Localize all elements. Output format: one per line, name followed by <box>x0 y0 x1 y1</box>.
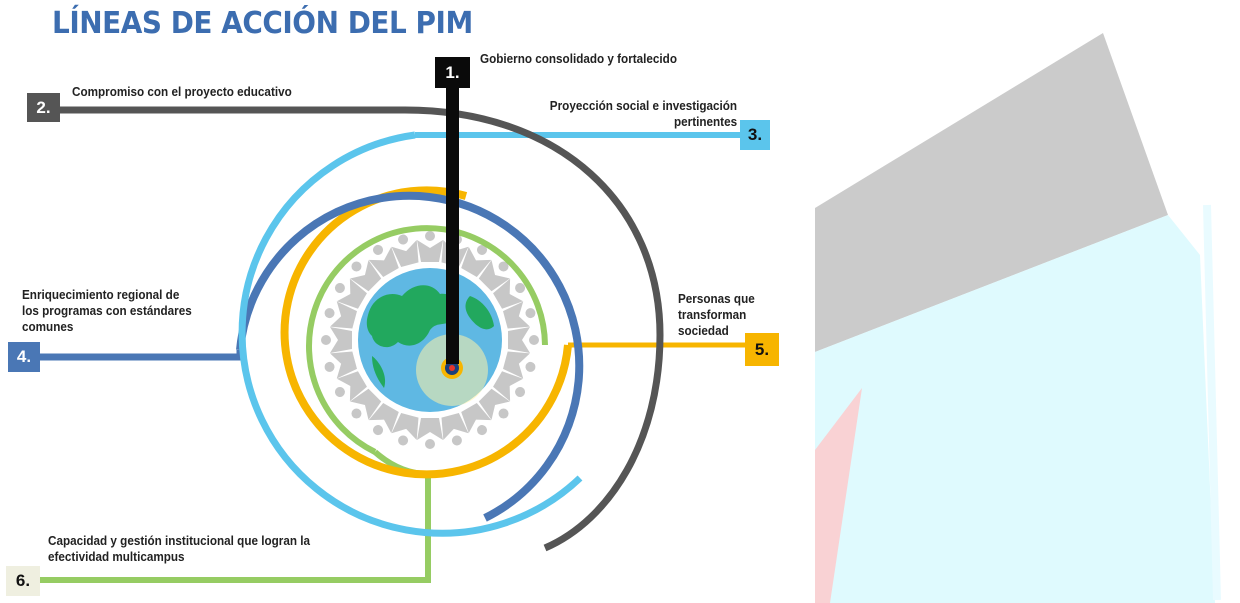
label-4: Enriquecimiento regional de los programa… <box>22 287 192 335</box>
badge-3-number: 3. <box>747 125 763 144</box>
badge-4-box <box>8 342 40 372</box>
badge-1-box <box>435 57 470 88</box>
label-1: Gobierno consolidado y fortalecido <box>480 51 677 67</box>
person-figure <box>493 371 526 402</box>
badge-5-box <box>745 333 779 366</box>
person-figure <box>334 278 367 309</box>
label-2-line: Compromiso con el proyecto educativo <box>72 84 292 99</box>
label-1-line: Gobierno consolidado y fortalecido <box>480 51 677 66</box>
label-3-line-1: Proyección social e investigación <box>549 98 737 113</box>
person-figure <box>368 403 399 436</box>
label-3: Proyección social e investigación pertin… <box>550 98 737 130</box>
person-figure <box>368 244 399 277</box>
label-6-line-1: Capacidad y gestión institucional que lo… <box>48 533 310 548</box>
background-decoration <box>815 33 1221 603</box>
person-figure <box>350 388 382 420</box>
person-figure <box>493 278 526 309</box>
person-figure <box>324 351 357 379</box>
person-figure <box>503 351 536 379</box>
person-figure <box>508 327 539 353</box>
ring-3-lightblue <box>238 131 740 537</box>
label-4-line-1: Enriquecimiento regional de <box>22 287 180 302</box>
person-figure <box>478 388 510 420</box>
label-5-line-1: Personas que <box>678 291 755 306</box>
person-figure <box>478 260 510 292</box>
person-figure <box>350 260 382 292</box>
label-4-line-3: comunes <box>22 319 74 334</box>
label-5-line-2: transforman <box>678 307 747 322</box>
person-figure <box>503 301 536 329</box>
bar-1-black <box>446 88 459 364</box>
page-title: LÍNEAS DE ACCIÓN DEL PIM <box>52 6 473 41</box>
person-figure <box>391 413 419 446</box>
badge-6-number: 6. <box>15 571 31 590</box>
label-6: Capacidad y gestión institucional que lo… <box>48 533 310 565</box>
label-4-line-2: los programas con estándares <box>22 303 192 318</box>
globe-icon <box>358 268 502 412</box>
badge-6-box <box>6 566 40 596</box>
person-figure <box>334 371 367 402</box>
person-figure <box>417 418 443 449</box>
ring-2-gray <box>60 106 664 552</box>
badge-2-box <box>27 93 60 122</box>
badge-2-number: 2. <box>36 97 51 117</box>
person-figure <box>417 231 443 262</box>
badge-1-number: 1. <box>445 62 460 82</box>
badge-4-number: 4. <box>16 347 32 366</box>
label-5: Personas que transforman sociedad <box>678 291 755 339</box>
people-ring-icon <box>321 231 539 449</box>
label-2: Compromiso con el proyecto educativo <box>72 84 292 100</box>
person-figure <box>324 301 357 329</box>
person-figure <box>441 413 469 446</box>
person-figure <box>391 234 419 267</box>
badge-5-number: 5. <box>754 339 770 359</box>
label-6-line-2: efectividad multicampus <box>48 549 185 564</box>
badge-3-box <box>740 120 770 150</box>
person-figure <box>321 327 352 353</box>
label-3-line-2: pertinentes <box>673 114 737 129</box>
person-figure <box>461 244 492 277</box>
person-figure <box>461 403 492 436</box>
label-5-line-3: sociedad <box>678 323 729 338</box>
